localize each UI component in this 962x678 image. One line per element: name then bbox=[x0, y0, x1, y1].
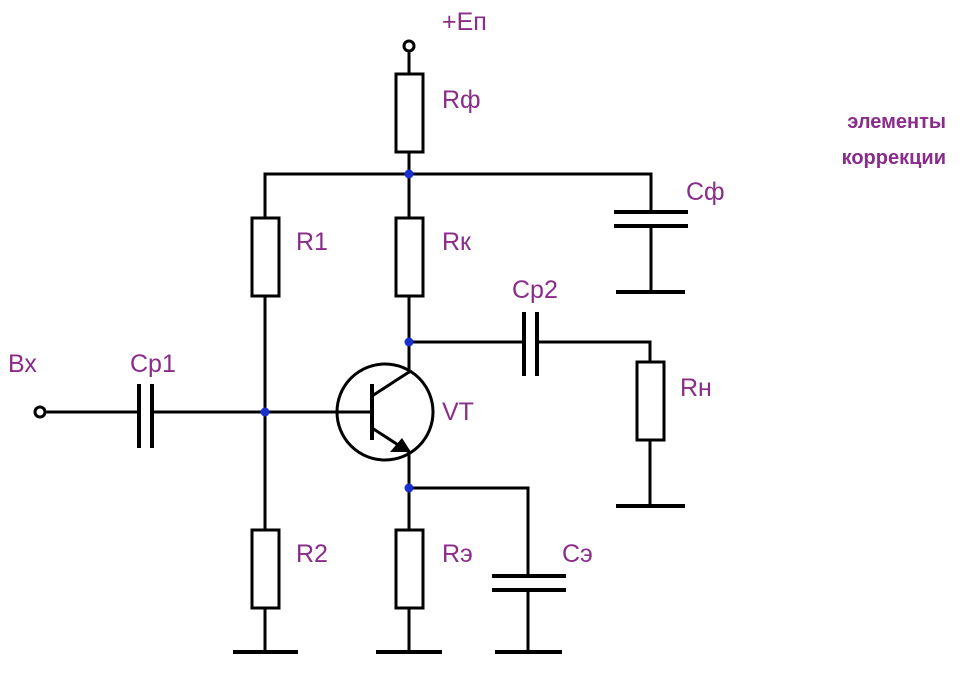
collector-branch bbox=[394, 172, 425, 374]
resistor-rf bbox=[394, 72, 425, 154]
resistor-rk bbox=[394, 216, 425, 298]
junction-nodes bbox=[260, 169, 414, 493]
correction-note-line2: коррекции bbox=[842, 147, 946, 169]
label-rf: Rф bbox=[442, 86, 481, 114]
input-branch bbox=[33, 384, 342, 448]
label-vt: VT bbox=[442, 398, 474, 426]
input-terminal bbox=[33, 405, 47, 419]
node-top-rail bbox=[404, 169, 414, 179]
label-cp1: Cp1 bbox=[130, 350, 176, 378]
label-r2: R2 bbox=[296, 540, 328, 568]
resistor-r2 bbox=[250, 528, 281, 610]
correction-note-line1: элементы bbox=[847, 111, 946, 133]
label-re: Rэ bbox=[442, 540, 473, 568]
node-emitter bbox=[404, 483, 414, 493]
output-branch bbox=[407, 312, 685, 508]
label-r1: R1 bbox=[296, 228, 328, 256]
node-base bbox=[260, 407, 270, 417]
transistor-vt bbox=[335, 362, 435, 490]
filter-capacitor-branch bbox=[614, 172, 688, 294]
supply-branch bbox=[394, 39, 425, 176]
label-input: Вх bbox=[8, 350, 37, 378]
label-rn: Rн bbox=[680, 374, 712, 402]
label-cf: Cф bbox=[686, 178, 725, 206]
label-supply: +Eп bbox=[442, 8, 487, 36]
label-cp2: Cp2 bbox=[512, 276, 558, 304]
supply-terminal bbox=[402, 39, 416, 53]
resistor-re bbox=[394, 528, 425, 610]
emitter-branch bbox=[376, 486, 566, 654]
label-rk: Rк bbox=[442, 228, 472, 256]
resistor-r1 bbox=[250, 216, 281, 298]
node-collector bbox=[404, 337, 414, 347]
resistor-rn bbox=[635, 360, 666, 442]
label-ce: Cэ bbox=[562, 540, 593, 568]
